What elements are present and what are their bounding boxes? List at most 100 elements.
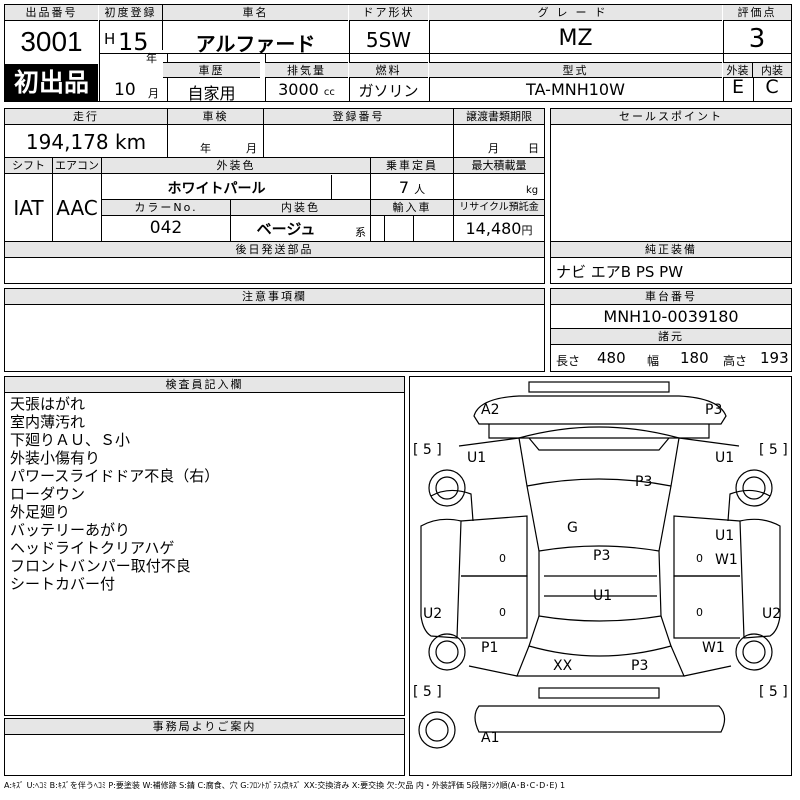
length-label: 長さ (556, 354, 581, 368)
mark-p1: P1 (481, 640, 498, 656)
recycle-number: 14,480 (465, 219, 522, 238)
later-parts-label: 後日発送部品 (5, 242, 544, 258)
max-load-label: 最大積載量 (454, 158, 544, 174)
capacity-value: 7 人 (371, 178, 453, 197)
first-reg-year: 15 (118, 28, 149, 56)
damage-diagram (409, 376, 792, 776)
note-line: シートカバー付 (10, 575, 116, 593)
mileage-value: 194,178 km (5, 130, 167, 154)
shift-value: IAT (13, 196, 44, 220)
note-line: ヘッドライトクリアハゲ (10, 539, 175, 557)
note-line: 天張はがれ (10, 395, 86, 413)
first-listing-badge: 初出品 (5, 64, 98, 101)
mark-xx: XX (553, 658, 573, 674)
mileage-label: 走行 (5, 109, 167, 125)
capacity-label: 乗車定員 (371, 158, 453, 174)
car-name-label: 車名 (163, 5, 348, 21)
cautions-box (4, 288, 545, 372)
interior-score: C (765, 76, 779, 98)
grade-label: グレード (429, 5, 722, 21)
zero-mark: 0 (696, 552, 703, 565)
lot-number: 3001 (20, 26, 83, 57)
inspector-notes: 天張はがれ 室内薄汚れ 下廻りＡＵ、Ｓ小 外装小傷有り パワースライドドア不良（… (10, 395, 219, 593)
cautions-label: 注意事項欄 (5, 289, 544, 305)
displacement-unit: cc (323, 87, 335, 98)
office-label: 事務局よりご案内 (5, 719, 404, 735)
inspector-label: 検査員記入欄 (5, 377, 404, 393)
interior-color-value: ベージュ (256, 220, 316, 238)
mark-u2-right: U2 (762, 606, 781, 622)
mark-p3-mid: P3 (593, 548, 610, 564)
note-line: パワースライドドア不良（右） (10, 467, 220, 485)
office-box (4, 718, 405, 776)
first-reg-month-unit: 月 (148, 87, 159, 100)
equipment-label: 純正装備 (551, 242, 791, 258)
height-value: 193 (760, 349, 789, 367)
equipment-value: ナビ エアB PS PW (556, 263, 684, 281)
mileage-unit: km (115, 130, 147, 154)
mark-u2-left: U2 (423, 606, 442, 622)
model-label: 型式 (429, 62, 722, 78)
exterior-color-value: ホワイトパール (167, 181, 266, 197)
note-line: バッテリーあがり (10, 521, 131, 539)
displacement-number: 3000 (278, 80, 319, 99)
width-label: 幅 (647, 354, 660, 368)
chassis-value: MNH10-0039180 (603, 307, 739, 326)
transfer-month-unit: 月 (488, 142, 499, 155)
tire-front-right-tread: [ 5 ] (759, 442, 788, 458)
tire-rear-left-tread: [ 5 ] (413, 684, 442, 700)
note-line: ローダウン (10, 485, 86, 503)
inspection-year-unit: 年 (200, 142, 211, 155)
history-label: 車歴 (163, 62, 260, 78)
first-reg-year-unit: 年 (146, 52, 157, 65)
inspection-label: 車検 (168, 109, 263, 125)
aircon-label: エアコン (53, 158, 101, 174)
tire-rear-right-tread: [ 5 ] (759, 684, 788, 700)
note-line: 下廻りＡＵ、Ｓ小 (10, 431, 131, 449)
model-value: TA-MNH10W (526, 80, 625, 99)
plate-label: 登録番号 (264, 109, 453, 125)
score-value: 3 (748, 24, 766, 54)
color-no-label: カラーNo. (102, 200, 230, 216)
spec-block (4, 108, 545, 284)
color-no-value: 042 (149, 218, 183, 238)
mark-w1-rear-right: W1 (702, 640, 725, 656)
history-value: 自家用 (187, 84, 236, 103)
mark-w1-right-door: W1 (715, 552, 738, 568)
recycle-label: リサイクル預託金 (454, 200, 544, 216)
zero-mark: 0 (696, 606, 703, 619)
car-name-value: アルファード (195, 32, 316, 56)
lot-label: 出品番号 (5, 5, 98, 21)
mark-u1-left: U1 (467, 450, 486, 466)
displacement-label: 排気量 (265, 62, 348, 78)
chassis-label: 車台番号 (551, 289, 791, 305)
length-value: 480 (597, 349, 626, 367)
mark-p3-rear: P3 (631, 658, 648, 674)
interior-color-label: 内装色 (231, 200, 370, 216)
mark-a1: A1 (481, 730, 499, 746)
first-reg-label: 初度登録 (99, 5, 162, 21)
mark-a2: A2 (481, 402, 499, 418)
legend-text: A:ｷｽﾞ U:ﾍｺﾐ B:ｷｽﾞを伴うﾍｺﾐ P:要塗装 W:補修跡 S:錆 … (4, 781, 566, 790)
shift-label: シフト (5, 158, 52, 174)
fuel-label: 燃料 (349, 62, 428, 78)
tire-front-left-tread: [ 5 ] (413, 442, 442, 458)
displacement-value: 3000 cc (265, 80, 348, 99)
exterior-score: E (731, 76, 744, 98)
door-value: 5SW (365, 28, 412, 52)
exterior-color-label: 外装色 (102, 158, 370, 174)
mark-u1-right-door: U1 (715, 528, 734, 544)
inspection-month-unit: 月 (246, 142, 257, 155)
note-line: 外足廻り (10, 503, 71, 521)
first-reg-era: H (104, 30, 116, 48)
import-label: 輸入車 (371, 200, 453, 216)
fuel-value: ガソリン (358, 82, 419, 100)
car-diagram-svg: A2 P3 [ 5 ] [ 5 ] U1 U1 P3 G U1 P3 W1 U1… (413, 381, 788, 749)
score-label: 評価点 (723, 5, 791, 21)
capacity-unit: 人 (414, 183, 426, 196)
grade-value: MZ (558, 26, 593, 51)
recycle-unit: 円 (521, 224, 533, 237)
max-load-unit: kg (526, 185, 539, 196)
note-line: 外装小傷有り (10, 449, 101, 467)
width-value: 180 (680, 349, 709, 367)
